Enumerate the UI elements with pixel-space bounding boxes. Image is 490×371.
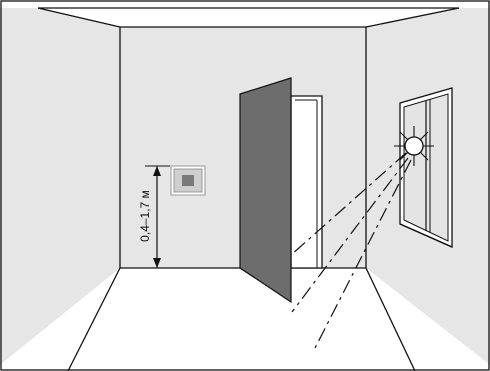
- height-range-label: 0,4–1,7 м: [138, 190, 152, 242]
- door-opening: [290, 95, 323, 269]
- sun-icon: [394, 126, 434, 166]
- door-leaf: [239, 77, 292, 304]
- height-dimension: [145, 165, 170, 268]
- left-wall: [0, 8, 120, 365]
- window: [399, 87, 453, 248]
- thermostat-icon: [170, 165, 206, 196]
- ceiling: [38, 8, 459, 27]
- sunlight-rays: [290, 152, 412, 353]
- floor: [0, 268, 490, 371]
